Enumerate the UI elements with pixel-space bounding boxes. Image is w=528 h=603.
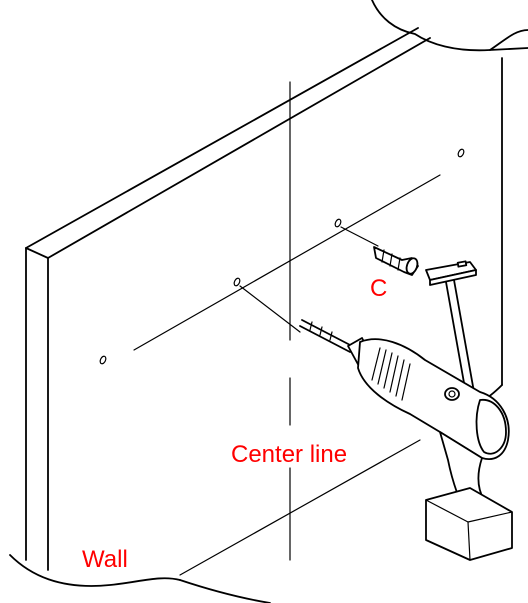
hex-tool-icon: [425, 260, 477, 395]
hole-left-mark: [233, 277, 241, 287]
horizontal-center-line: [133, 174, 441, 576]
wall-panel: [9, 27, 503, 603]
wall-anchor-icon: [373, 246, 419, 276]
label-part-c: C: [370, 275, 387, 302]
hole-top-right: [457, 148, 465, 158]
hole-center: [334, 218, 342, 228]
hole-bottom-left: [99, 355, 107, 365]
cordless-drill-icon: [347, 337, 513, 561]
top-break-edge: [371, 0, 528, 52]
label-center-line: Center line: [231, 441, 347, 468]
drill-bit-icon: [299, 319, 353, 353]
guide-lines: [239, 226, 379, 333]
label-wall: Wall: [82, 546, 128, 573]
drill-holes: [99, 148, 465, 365]
